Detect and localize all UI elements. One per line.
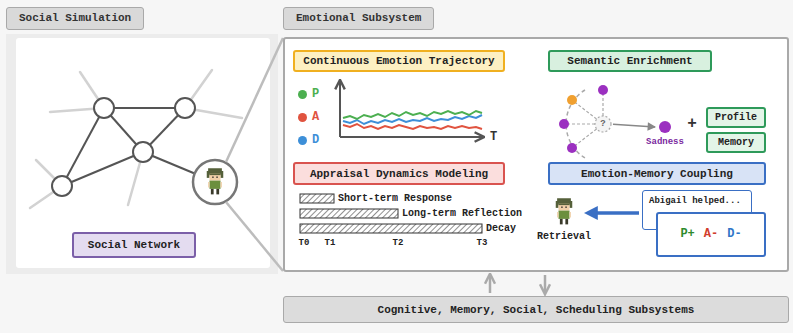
annotation-label: Retrieval (537, 230, 591, 243)
node-text: Memory (718, 136, 754, 149)
annotation-label: Long-term Reflection (402, 207, 522, 220)
text-row: Continuous Emotion Trajectory (303, 54, 494, 68)
subsystem-bar: Cognitive, Memory, Social, Scheduling Su… (283, 296, 789, 323)
text-row: Cognitive, Memory, Social, Scheduling Su… (378, 303, 695, 317)
annotation-label: T0 (299, 237, 310, 249)
legend-text: A (312, 110, 319, 125)
emotion-card: P+ A- D- (656, 212, 766, 257)
flow-arrow (544, 275, 547, 293)
legend-row: D (298, 132, 319, 148)
annotation-label: T2 (393, 237, 404, 249)
node-text: Continuous Emotion Trajectory (303, 54, 494, 68)
module-header: Appraisal Dynamics Modeling (293, 162, 505, 185)
text-row: Abigail helped... (649, 195, 741, 207)
node-text: Profile (715, 111, 757, 124)
annotation-label: Sadness (646, 136, 684, 148)
annotation-label: T3 (477, 237, 488, 249)
legend-row: A (298, 109, 319, 125)
module-header: Continuous Emotion Trajectory (293, 50, 505, 72)
legend-row: P (298, 86, 319, 102)
subsystem-panel: Emotional SubsystemContinuous Emotion Tr… (283, 37, 789, 272)
legend-swatch (298, 90, 307, 99)
legend-text: P (312, 87, 319, 102)
text-row: Profile (715, 111, 757, 124)
simulation-panel: Social SimulationSocial Network (6, 34, 278, 274)
node-text: Emotion-Memory Coupling (581, 167, 733, 181)
text-row: Semantic Enrichment (567, 54, 692, 68)
annotation-label: + (687, 115, 697, 134)
process-box: Social Network (72, 232, 196, 258)
flow-arrow (489, 275, 492, 293)
node-text: D- (727, 227, 741, 242)
annotation-label: ? (600, 118, 605, 130)
node-text: Semantic Enrichment (567, 54, 692, 68)
legend-text: D (312, 133, 319, 148)
node-text: P+ (680, 227, 694, 242)
panel-title: Social Simulation (6, 7, 144, 30)
panel-title: Emotional Subsystem (283, 7, 434, 30)
attribute-box: Memory (706, 132, 766, 153)
legend-swatch (298, 136, 307, 145)
node-text: Abigail helped... (649, 195, 741, 207)
annotation-label: T1 (325, 237, 336, 249)
annotation-label: Short-term Response (338, 192, 452, 205)
text-row: Appraisal Dynamics Modeling (310, 167, 488, 181)
text-row: Memory (718, 136, 754, 149)
node-text: Appraisal Dynamics Modeling (310, 167, 488, 181)
text-row: Emotion-Memory Coupling (581, 167, 733, 181)
node-text: A- (704, 227, 718, 242)
annotation-label: T (490, 130, 497, 145)
annotation-label: Decay (486, 222, 516, 235)
text-row: P+ A- D- (680, 227, 741, 242)
module-header: Emotion-Memory Coupling (548, 162, 766, 185)
node-text: Social Network (88, 238, 180, 252)
text-row: Social Network (88, 238, 180, 252)
module-header: Semantic Enrichment (548, 50, 712, 72)
node-text: Cognitive, Memory, Social, Scheduling Su… (378, 303, 695, 317)
attribute-box: Profile (706, 107, 766, 128)
legend-swatch (298, 113, 307, 122)
